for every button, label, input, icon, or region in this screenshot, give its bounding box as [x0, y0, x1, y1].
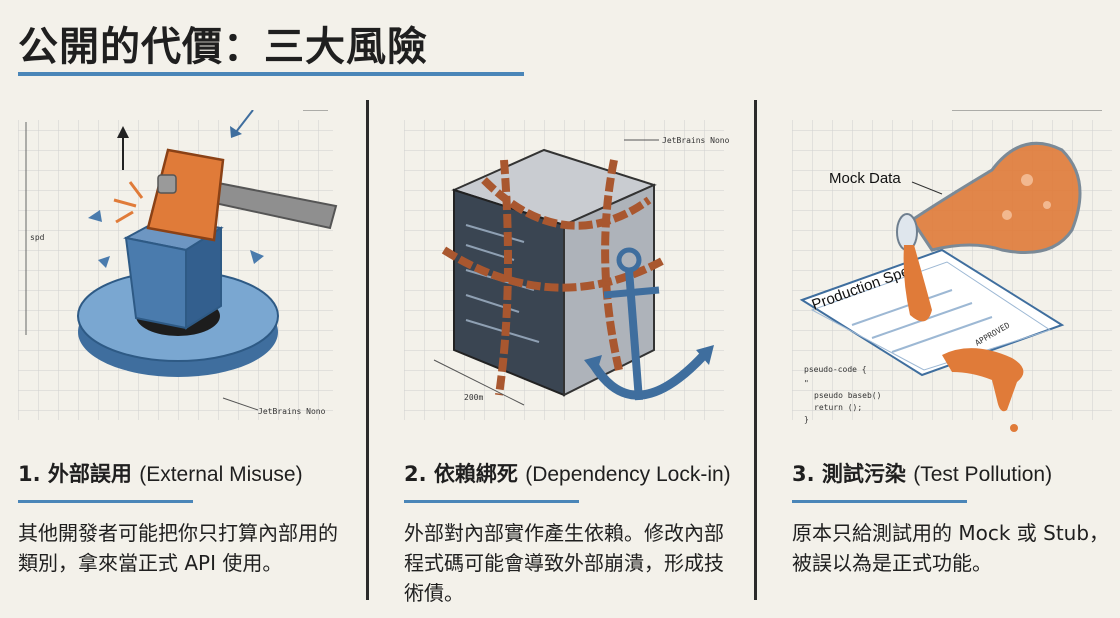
paper-line [891, 316, 993, 353]
heading-english: (Dependency Lock-in) [525, 463, 731, 486]
callout-line [222, 397, 259, 411]
spill-puddle [942, 348, 1024, 412]
up-arrow-icon-head [117, 126, 129, 138]
chained-cube-illustration: JetBrains Nono 200m [404, 120, 730, 420]
flask-label: Mock Data [829, 170, 901, 187]
heading-number: 2. 依賴綁死 [404, 462, 518, 486]
down-arrow-icon-head [230, 126, 242, 138]
panel-heading: 3. 測試污染 (Test Pollution) [792, 458, 1120, 488]
panel-dependency-lockin: JetBrains Nono 200m 2. 依賴綁死 (Dependency … [404, 100, 744, 610]
anchor-fluke-left [584, 355, 602, 375]
panel-heading: 1. 外部誤用 (External Misuse) [18, 458, 358, 488]
panel-description: 外部對內部實作產生依賴。修改內部程式碼可能會導致外部崩潰，形成技術債。 [404, 521, 724, 605]
anchor-stock [603, 286, 660, 299]
anchor-fluke-right [696, 345, 714, 365]
debris [98, 256, 110, 268]
spec-paper-border [810, 261, 1052, 371]
debris [250, 250, 264, 264]
column-divider-1 [366, 100, 369, 600]
code-line: } [804, 415, 809, 424]
panel-external-misuse: spd JetBrains Nono 1. 外部誤用 (External Mis… [18, 100, 358, 610]
column-divider-2 [754, 100, 757, 600]
impact-spark [115, 210, 134, 224]
hammer-head [146, 148, 225, 242]
font-note: JetBrains Nono [662, 136, 730, 145]
chain [441, 246, 666, 292]
heading-rule [792, 500, 967, 503]
anchor-arms [590, 351, 708, 400]
flask-mouth [896, 213, 918, 251]
paper-line [851, 289, 953, 326]
code-line: return (); [814, 403, 862, 412]
code-line: pseudo-code { [804, 365, 867, 374]
heading-number: 3. 測試污染 [792, 462, 906, 486]
bubble [1021, 174, 1033, 186]
title-underline [18, 72, 524, 76]
axis-note: 200m [464, 393, 483, 402]
heading-rule [18, 500, 193, 503]
code-line: " [804, 379, 809, 388]
heading-english: (Test Pollution) [913, 463, 1053, 486]
spill-stream [903, 245, 932, 322]
flask-spill-illustration: Production Spec APPROVED Mock Data pseud… [792, 110, 1112, 432]
drip [1010, 424, 1018, 432]
impact-spark [113, 198, 137, 208]
spec-paper [799, 248, 1065, 377]
debris [88, 210, 102, 222]
code-line: pseudo baseb() [814, 391, 881, 400]
heading-rule [404, 500, 579, 503]
down-arrow-icon [235, 110, 254, 133]
chain [495, 159, 512, 396]
chain [601, 159, 623, 371]
callout-line [911, 181, 943, 195]
panel-heading: 2. 依賴綁死 (Dependency Lock-in) [404, 458, 744, 488]
bubble [1002, 210, 1012, 220]
hammer-illustration: spd JetBrains Nono [18, 110, 338, 420]
side-note: spd [30, 233, 45, 242]
heading-english: (External Misuse) [139, 463, 303, 486]
heading-number: 1. 外部誤用 [18, 462, 132, 486]
dimension-line [433, 359, 525, 406]
impact-spark [128, 181, 144, 199]
code-line [465, 224, 525, 243]
hammer-cap [157, 174, 177, 194]
page-title: 公開的代價：三大風險 [18, 24, 428, 70]
panel-description: 原本只給測試用的 Mock 或 Stub，被誤以為是正式功能。 [792, 521, 1110, 575]
stone-block-front [124, 236, 187, 330]
panel-description: 其他開發者可能把你只打算內部用的類別，拿來當正式 API 使用。 [18, 521, 338, 575]
bubble [1043, 201, 1051, 209]
flask [909, 141, 1082, 254]
font-note: JetBrains Nono [258, 407, 326, 416]
panel-test-pollution: Production Spec APPROVED Mock Data pseud… [792, 100, 1120, 610]
